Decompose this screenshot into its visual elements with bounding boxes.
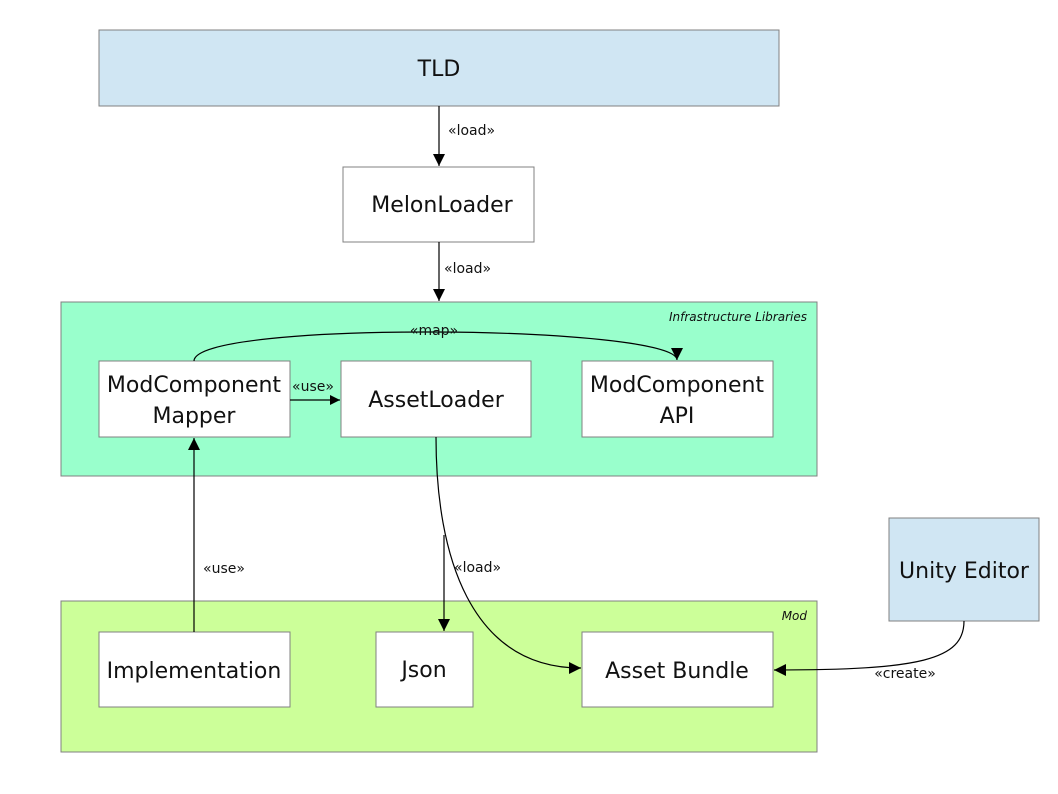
node-tld-label: TLD bbox=[417, 57, 461, 82]
edge-unity-to-bundle: «create» bbox=[773, 620, 965, 682]
edge-mapper-to-api: «map» bbox=[193, 323, 683, 362]
node-asset-bundle-box bbox=[581, 631, 774, 708]
node-implementation: Implementation bbox=[98, 631, 291, 708]
edge-melonloader-to-infrastructure-label: «load» bbox=[444, 261, 491, 277]
edge-assetloader-to-mod-label: «load» bbox=[454, 560, 501, 576]
node-json-box bbox=[375, 631, 474, 708]
edge-mapper-to-api-label: «map» bbox=[410, 323, 458, 339]
node-asset-bundle: Asset Bundle bbox=[581, 631, 774, 708]
edge-assetloader-to-bundle-path bbox=[435, 436, 582, 674]
node-asset-bundle-label: Asset Bundle bbox=[605, 659, 749, 684]
node-modcomponent-mapper: ModComponent Mapper bbox=[98, 360, 291, 438]
edge-mapper-to-assetloader-label: «use» bbox=[292, 379, 334, 395]
edge-implementation-to-mapper-label: «use» bbox=[203, 561, 245, 577]
node-melonloader-label: MelonLoader bbox=[371, 193, 513, 218]
edge-unity-to-bundle-label: «create» bbox=[874, 666, 936, 682]
node-modcomponent-api-box bbox=[581, 360, 774, 438]
node-modcomponent-mapper-label-line1: ModComponent bbox=[107, 373, 282, 398]
node-modcomponent-api-label-line2: API bbox=[660, 404, 695, 429]
node-tld: TLD bbox=[98, 29, 780, 107]
node-modcomponent-api-label-line1: ModComponent bbox=[590, 373, 765, 398]
edge-unity-to-bundle-path bbox=[773, 620, 965, 676]
node-tld-box bbox=[98, 29, 780, 107]
edge-tld-to-melonloader: «load» bbox=[433, 106, 495, 166]
node-json: Json bbox=[375, 631, 474, 708]
node-implementation-label: Implementation bbox=[107, 659, 282, 684]
node-assetloader-box bbox=[340, 360, 532, 438]
group-infrastructure-label: Infrastructure Libraries bbox=[669, 310, 807, 324]
node-modcomponent-api: ModComponent API bbox=[581, 360, 774, 438]
node-modcomponent-mapper-label-line2: Mapper bbox=[153, 404, 237, 429]
node-unity-editor-label: Unity Editor bbox=[899, 559, 1030, 584]
node-unity-editor-box bbox=[888, 517, 1040, 622]
node-implementation-box bbox=[98, 631, 291, 708]
node-assetloader-label: AssetLoader bbox=[368, 388, 504, 413]
edge-mapper-to-api-path bbox=[193, 331, 683, 362]
edge-tld-to-melonloader-label: «load» bbox=[448, 123, 495, 139]
node-json-label: Json bbox=[399, 658, 446, 683]
node-assetloader: AssetLoader bbox=[340, 360, 532, 438]
node-unity-editor: Unity Editor bbox=[888, 517, 1040, 622]
edge-mapper-to-assetloader: «use» bbox=[290, 379, 340, 405]
node-melonloader-box bbox=[342, 166, 535, 243]
edge-melonloader-to-infrastructure: «load» bbox=[433, 242, 491, 301]
edge-implementation-to-mapper: «use» bbox=[188, 438, 245, 632]
group-mod-label: Mod bbox=[782, 609, 808, 623]
edge-assetloader-to-mod: «load» bbox=[435, 436, 582, 674]
node-melonloader: MelonLoader bbox=[342, 166, 535, 243]
